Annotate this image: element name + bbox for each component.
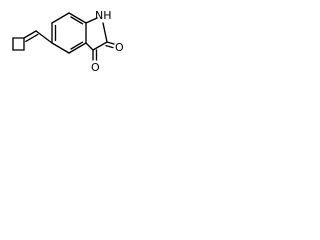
cyclobutane-ring — [12, 37, 25, 51]
bond-ar3 — [68, 12, 87, 24]
bond-ch-aromatic — [35, 30, 53, 44]
bond-ring-c2-n — [102, 22, 108, 43]
benzene-ring — [51, 12, 87, 54]
oxygen-label-c3: O — [91, 61, 100, 74]
bond-ylidene-a — [23, 30, 37, 39]
bond-c2-o-b — [105, 44, 114, 49]
carbonyl-c2 — [105, 41, 115, 49]
carbonyl-c3 — [92, 49, 98, 61]
bond-ring-c3-c2 — [92, 41, 108, 51]
lactam-ring — [85, 17, 108, 51]
bond-ar6 — [51, 42, 70, 54]
bond-ring-c3a-c3 — [85, 42, 94, 51]
ylidene-double-bond — [23, 30, 39, 43]
bond-c2-o-a — [106, 41, 115, 45]
molecule-structure: NH O O — [12, 9, 124, 74]
bond-ar-inner2 — [70, 16, 84, 25]
oxygen-label-c2: O — [115, 41, 124, 54]
bond-ar-inner3 — [70, 41, 84, 50]
nh-label: NH — [95, 9, 112, 22]
bond-ar2 — [51, 12, 70, 24]
bond-ar5 — [68, 42, 87, 54]
bond-ring-n-c7a — [85, 17, 98, 24]
bond-ylidene-b — [25, 33, 39, 43]
